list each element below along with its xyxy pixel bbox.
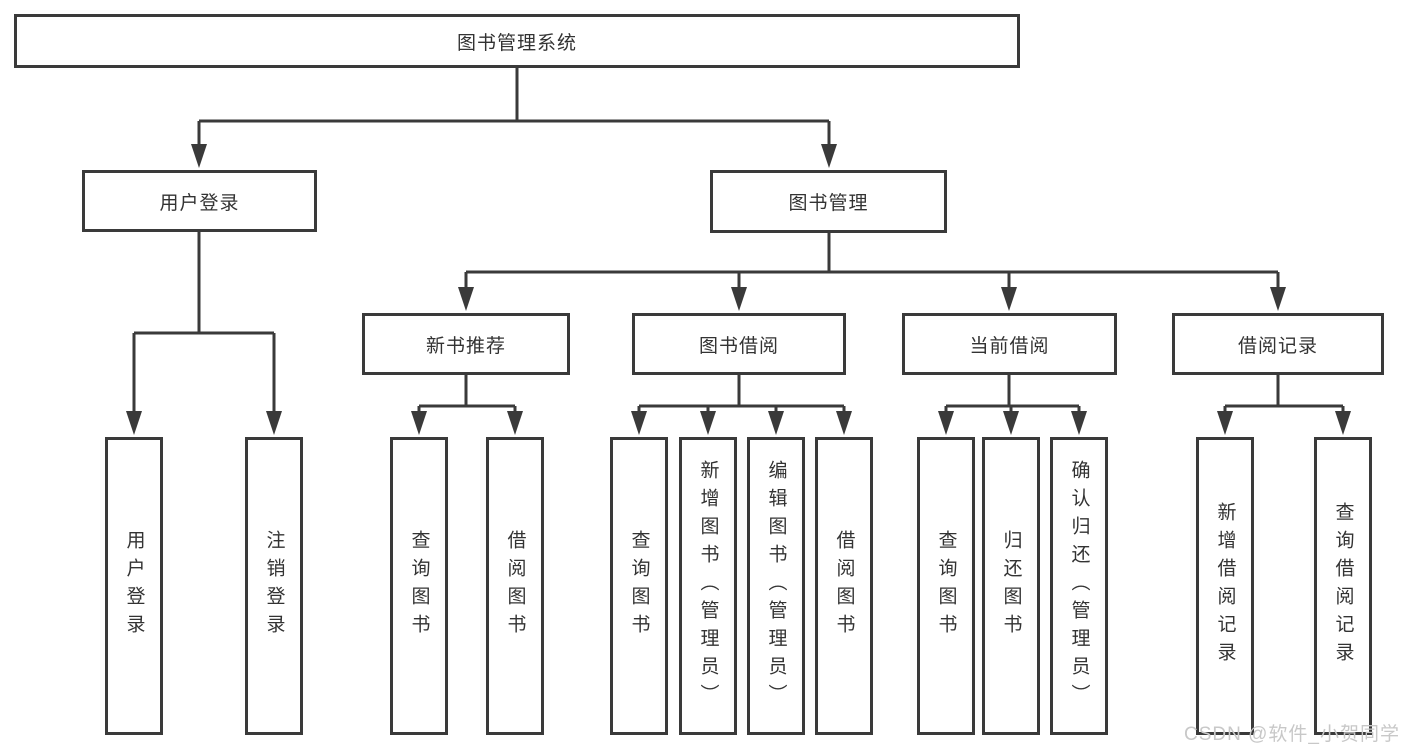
arrowhead-icon [938,411,954,435]
leaf-user-login: 用户登录 [105,437,163,735]
node-label: 注销登录 [263,530,285,642]
arrowhead-icon [731,287,747,311]
arrowhead-icon [1335,411,1351,435]
leaf-cb-return-books: 归还图书 [982,437,1040,735]
arrowhead-icon [1003,411,1019,435]
node-book-borrowing: 图书借阅 [632,313,846,375]
arrowhead-icon [836,411,852,435]
node-label: 用户登录 [159,192,240,214]
node-label: 用户登录 [123,530,145,642]
arrowhead-icon [1001,287,1017,311]
leaf-bb-query-books: 查询图书 [610,437,668,735]
arrowhead-icon [768,411,784,435]
leaf-nbr-query-books: 查询图书 [390,437,448,735]
arrowhead-icon [126,411,142,435]
leaf-cb-query-books: 查询图书 [917,437,975,735]
leaf-nbr-borrow-books: 借阅图书 [486,437,544,735]
node-label: 借阅图书 [833,530,855,642]
node-label: 查询借阅记录 [1332,502,1354,670]
node-user-login: 用户登录 [82,170,317,232]
node-label: 新增借阅记录 [1214,502,1236,670]
arrowhead-icon [700,411,716,435]
node-label: 编辑图书（管理员） [765,460,787,712]
node-label: 新增图书（管理员） [697,460,719,712]
leaf-br-add-record: 新增借阅记录 [1196,437,1254,735]
arrowhead-icon [1071,411,1087,435]
arrowhead-icon [507,411,523,435]
arrowhead-icon [821,144,837,168]
node-root-system: 图书管理系统 [14,14,1020,68]
node-current-borrowing: 当前借阅 [902,313,1117,375]
node-borrowing-records: 借阅记录 [1172,313,1384,375]
node-label: 借阅图书 [504,530,526,642]
node-label: 当前借阅 [969,335,1050,357]
leaf-bb-edit-book-admin: 编辑图书（管理员） [747,437,805,735]
node-label: 新书推荐 [425,335,506,357]
node-label: 归还图书 [1000,530,1022,642]
leaf-logout: 注销登录 [245,437,303,735]
node-label: 查询图书 [935,530,957,642]
node-new-book-recommendation: 新书推荐 [362,313,570,375]
node-book-management: 图书管理 [710,170,947,233]
node-label: 确认归还（管理员） [1068,460,1090,712]
node-label: 查询图书 [628,530,650,642]
arrowhead-icon [191,144,207,168]
leaf-bb-add-book-admin: 新增图书（管理员） [679,437,737,735]
leaf-br-query-record: 查询借阅记录 [1314,437,1372,735]
leaf-cb-confirm-return-admin: 确认归还（管理员） [1050,437,1108,735]
node-label: 查询图书 [408,530,430,642]
node-label: 图书管理系统 [456,32,577,54]
node-label: 图书借阅 [698,335,779,357]
node-label: 借阅记录 [1237,335,1318,357]
arrowhead-icons [126,144,1351,435]
arrowhead-icon [1270,287,1286,311]
node-label: 图书管理 [788,193,869,214]
arrowhead-icon [266,411,282,435]
leaf-bb-borrow-books: 借阅图书 [815,437,873,735]
arrowhead-icon [411,411,427,435]
arrowhead-icon [631,411,647,435]
csdn-watermark: CSDN @软件_小贺同学 [1184,724,1400,745]
arrowhead-icon [1217,411,1233,435]
arrowhead-icon [458,287,474,311]
